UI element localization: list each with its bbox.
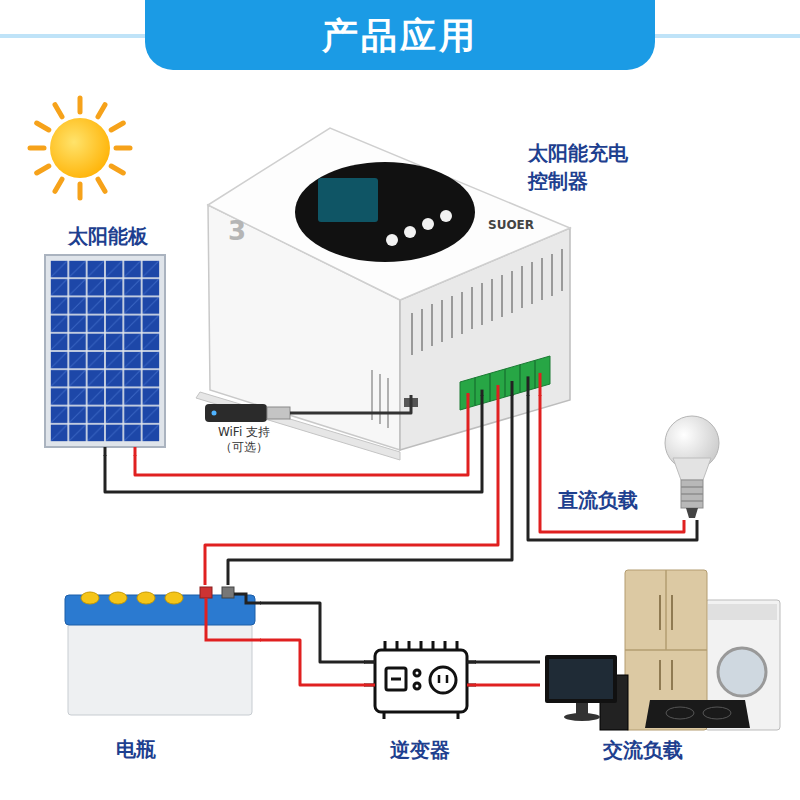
- title-text: 产品应用: [150, 8, 650, 64]
- wire: [135, 395, 468, 475]
- solar-panel-picture: [45, 255, 165, 456]
- ac-appliances-picture: [545, 570, 780, 730]
- battery-picture: [65, 587, 261, 715]
- wifi-dongle: WiFi 支持 （可选）: [198, 400, 290, 466]
- node-label: 电瓶: [100, 735, 172, 763]
- dc-load: 直流负载: [555, 410, 720, 520]
- wire: [540, 395, 684, 532]
- wire-pair: [260, 603, 365, 685]
- wire: [475, 661, 540, 664]
- wire: [260, 640, 365, 685]
- wire: [205, 395, 498, 585]
- node-label: 太阳能板: [40, 222, 175, 250]
- wire: [260, 603, 365, 662]
- wire-pair: [205, 395, 512, 585]
- brand-logo: SUOER: [488, 218, 534, 232]
- wire-pair: [105, 395, 482, 492]
- controller-picture: [196, 128, 570, 460]
- inverter: 逆变器: [365, 636, 475, 766]
- wifi-dongle-picture: [205, 404, 290, 422]
- wire: [475, 684, 540, 687]
- node-label: 直流负载: [558, 486, 658, 514]
- wire-pair: [290, 395, 411, 413]
- node-label: WiFi 支持 （可选）: [198, 425, 290, 455]
- sun-icon: [30, 98, 130, 198]
- model-number: 3: [228, 216, 246, 247]
- node-label: 太阳能充电 控制器: [528, 139, 668, 195]
- ac-load: 交流负载: [540, 565, 785, 765]
- wire: [528, 395, 697, 540]
- wire-pair: [528, 395, 697, 540]
- wire-pair: [475, 662, 540, 685]
- node-label: 逆变器: [365, 736, 475, 764]
- battery: 电瓶: [60, 585, 260, 765]
- inverter-icon: [364, 641, 476, 719]
- title-banner: [0, 0, 800, 70]
- bulb-picture: [665, 416, 719, 518]
- node-label: 交流负载: [588, 736, 698, 764]
- charge-controller: 太阳能充电 控制器: [205, 125, 670, 395]
- wire: [105, 395, 482, 492]
- wire: [290, 395, 411, 413]
- wire: [228, 395, 512, 585]
- solar-panel: 太阳能板: [40, 222, 175, 455]
